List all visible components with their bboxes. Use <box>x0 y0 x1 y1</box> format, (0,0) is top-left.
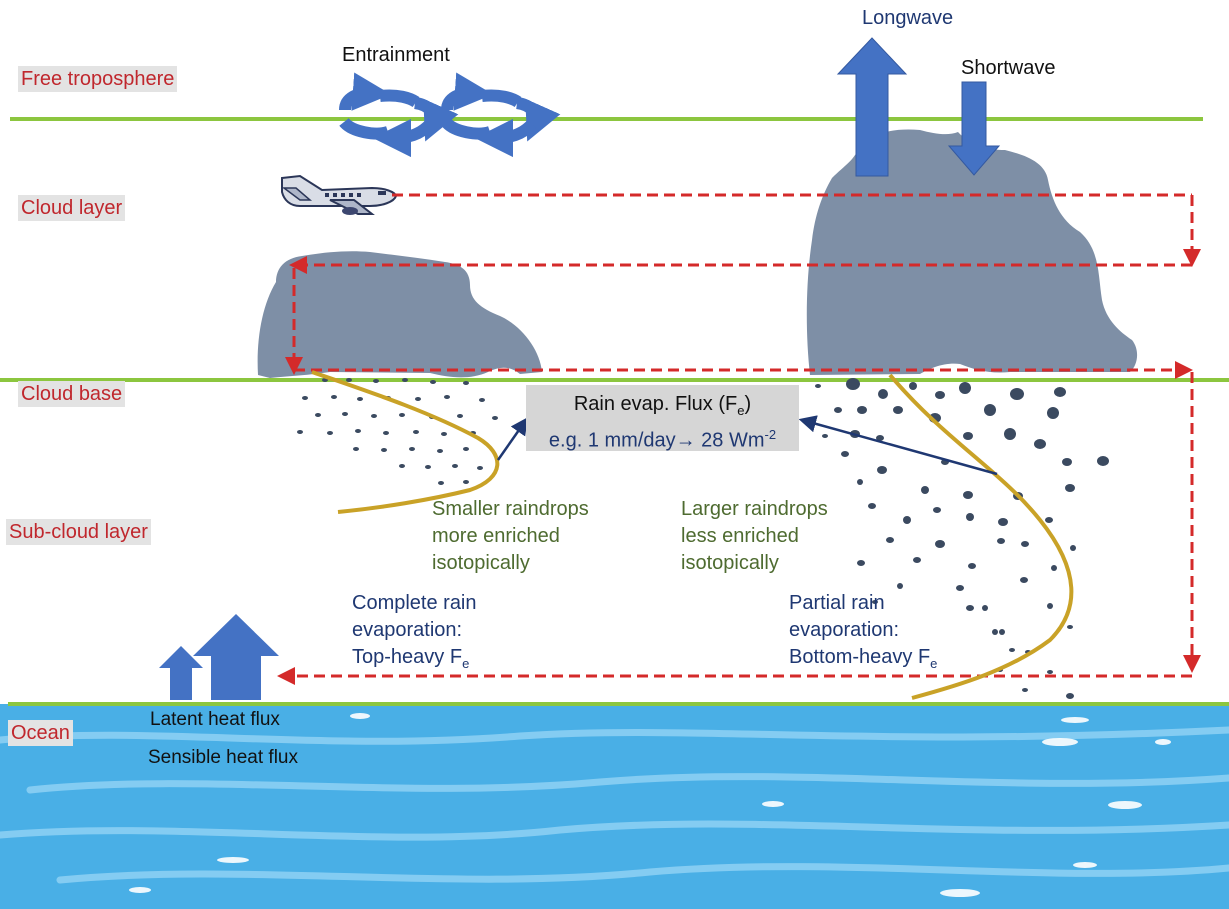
smaller-raindrops-text: Smaller raindrops more enriched isotopic… <box>432 498 589 574</box>
latent-heat-flux-arrow <box>159 646 203 700</box>
pointer-arrow-left <box>496 417 529 461</box>
partial-evaporation-text: Partial rain evaporation: Bottom-heavy F… <box>789 592 938 671</box>
layer-label-sub-cloud-layer: Sub-cloud layer <box>6 519 151 545</box>
flux-box-title: Rain evap. Flux (Fe) <box>573 393 752 418</box>
small-raindrops <box>297 378 498 485</box>
layer-label-cloud-base: Cloud base <box>18 381 126 407</box>
entrainment-label: Entrainment <box>342 44 450 66</box>
flight-path <box>277 193 1201 685</box>
complete-evaporation-text: Complete rain evaporation: Top-heavy Fe <box>352 592 477 671</box>
flux-box-example: e.g. 1 mm/day→ 28 Wm-2 <box>548 427 777 452</box>
latent-heat-flux-label: Latent heat flux <box>150 709 280 730</box>
layer-label-cloud-layer: Cloud layer <box>18 195 126 221</box>
longwave-arrow <box>836 37 908 177</box>
longwave-label: Longwave <box>862 7 954 29</box>
larger-raindrops-text: Larger raindrops less enriched isotopica… <box>681 498 828 574</box>
airplane-icon <box>281 174 398 215</box>
sensible-heat-flux-arrow <box>193 614 279 700</box>
bottom-heavy-profile-curve <box>888 373 1074 700</box>
shortwave-arrow <box>947 81 1001 176</box>
shortwave-label: Shortwave <box>961 57 1056 79</box>
layer-label-free-troposphere: Free troposphere <box>18 66 178 92</box>
large-cloud <box>806 129 1138 375</box>
sensible-heat-flux-label: Sensible heat flux <box>148 747 298 768</box>
entrainment-arrows <box>339 72 561 158</box>
layer-label-ocean: Ocean <box>8 720 73 746</box>
top-heavy-profile-curve <box>311 370 500 514</box>
ocean-surface <box>0 704 1229 909</box>
small-cloud <box>257 251 542 378</box>
rain-evaporation-flux-box: Rain evap. Flux (Fe) e.g. 1 mm/day→ 28 W… <box>526 385 799 452</box>
pointer-arrow-right <box>798 415 998 476</box>
